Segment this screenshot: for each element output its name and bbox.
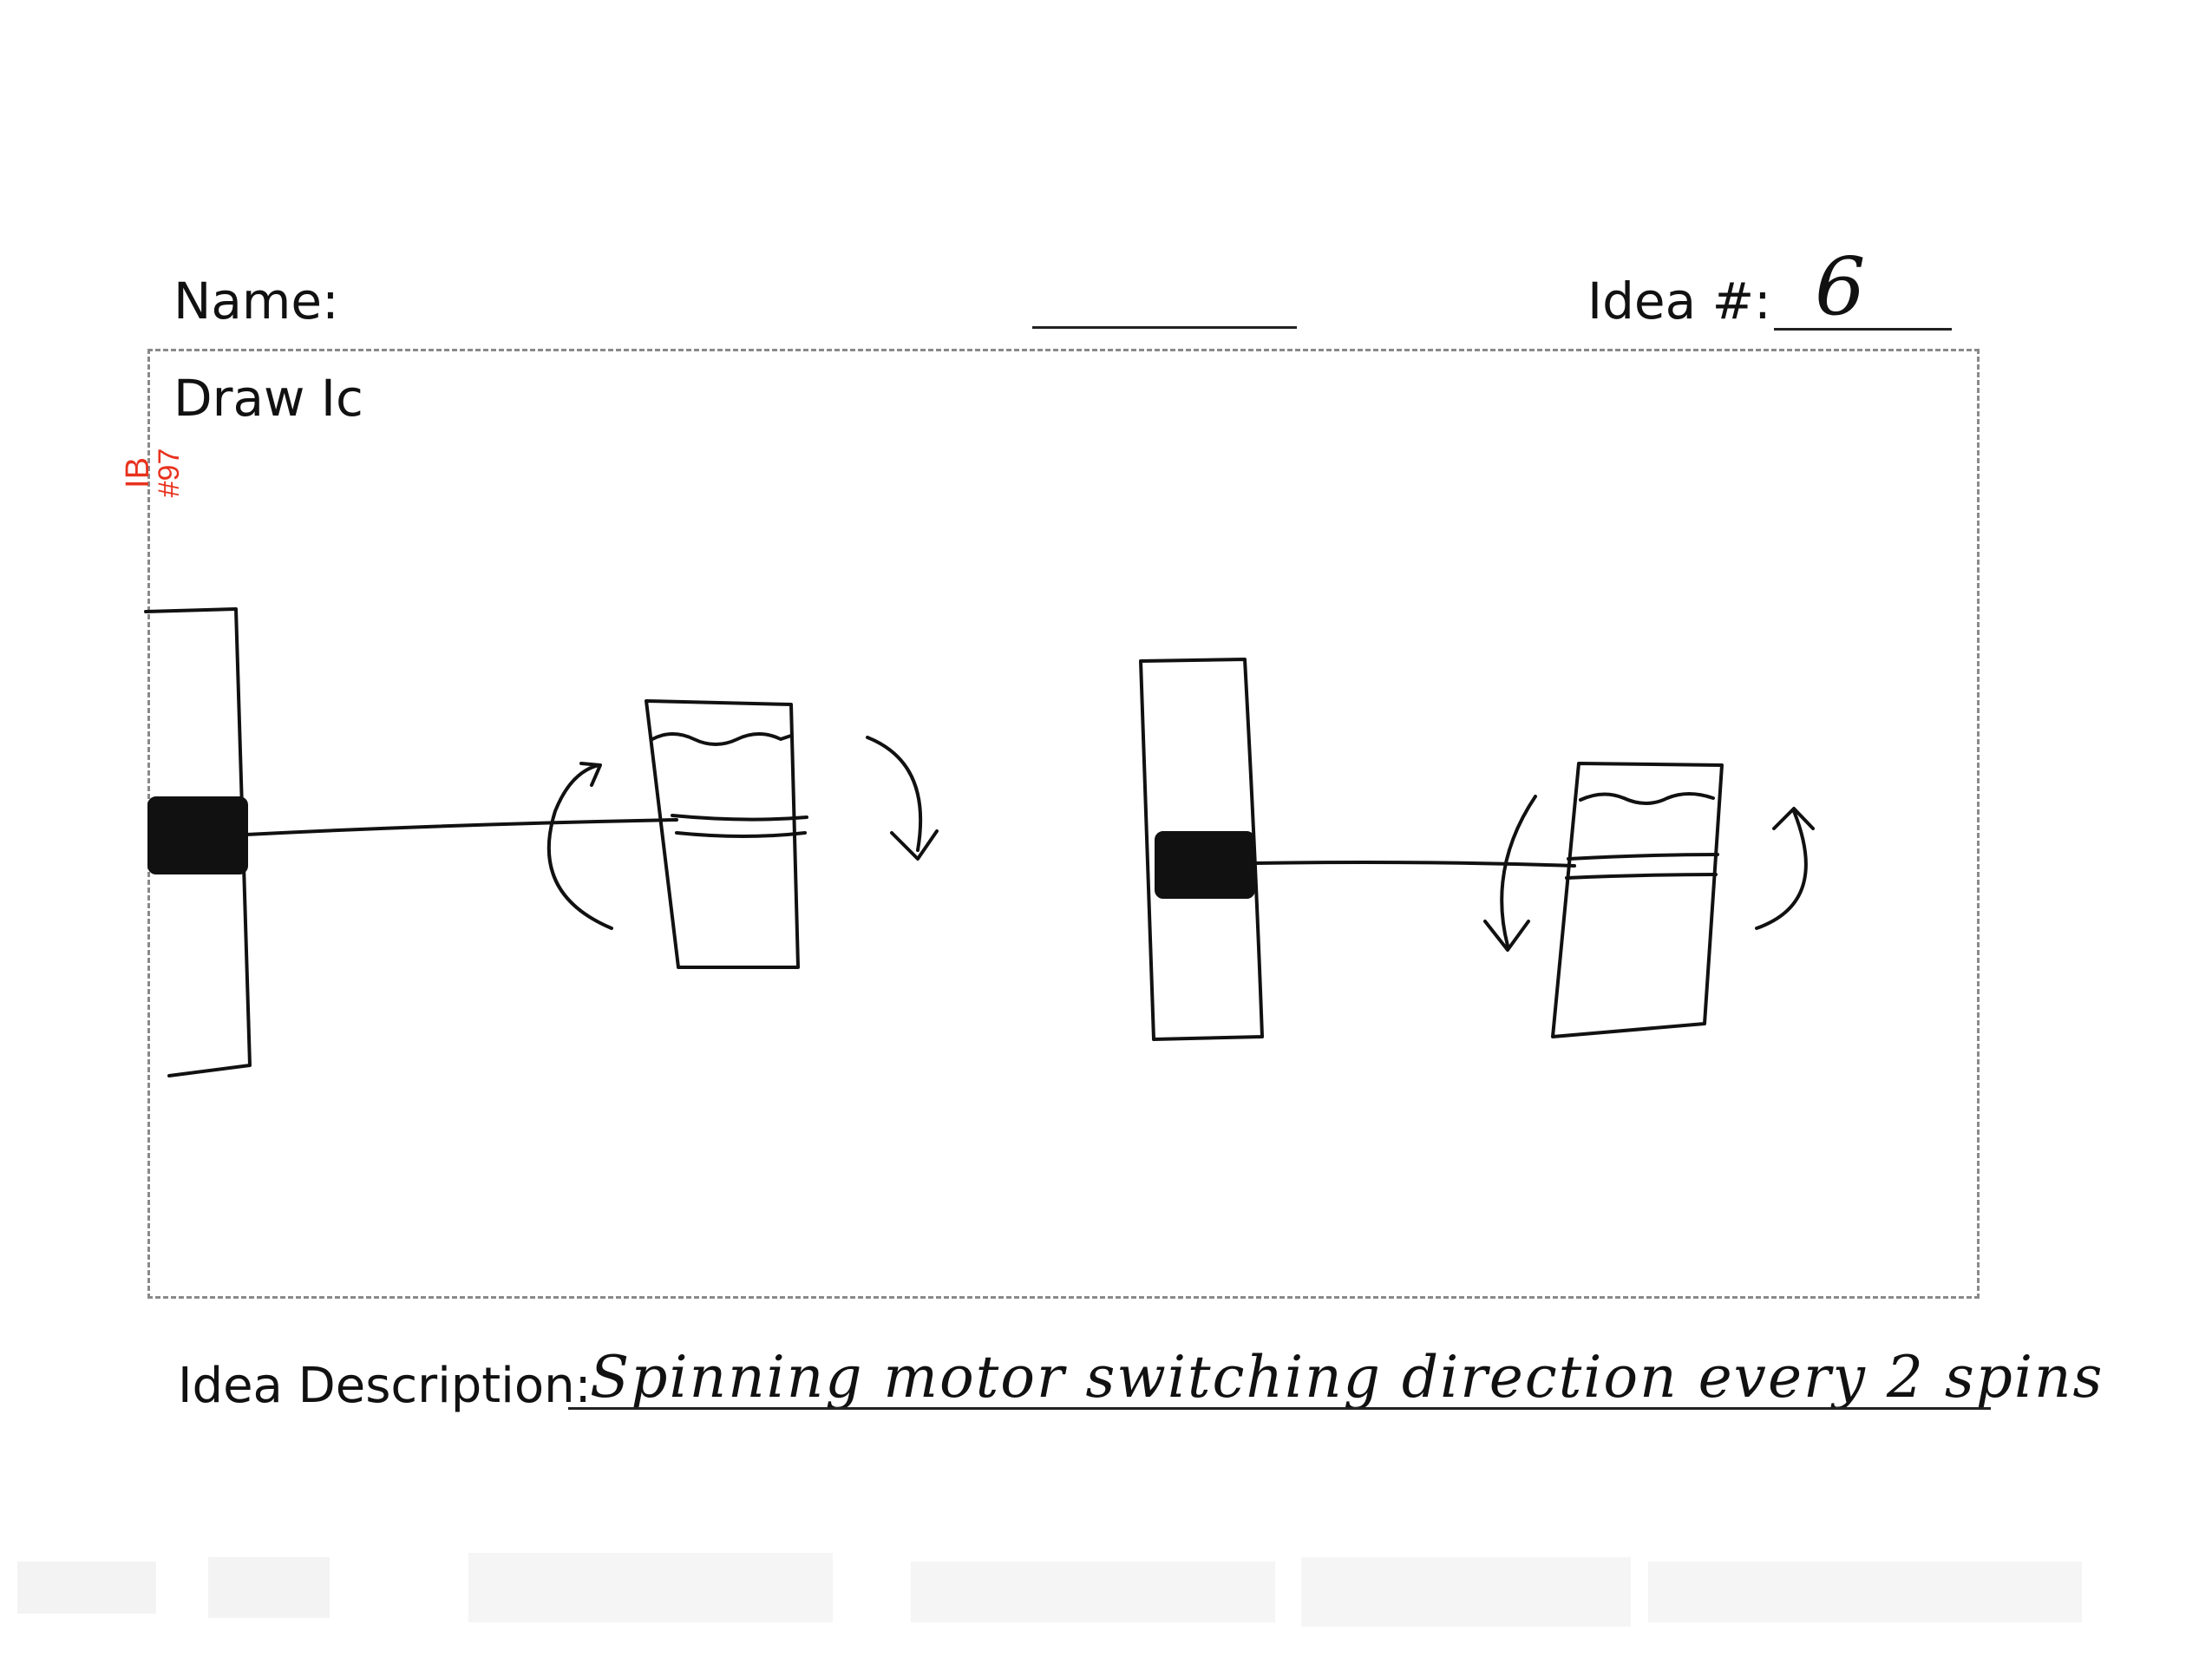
right-motor — [1156, 833, 1253, 897]
left-motor — [149, 798, 246, 873]
left-cup-band — [672, 815, 807, 836]
right-cup-water — [1580, 794, 1713, 803]
description-label: Idea Description: — [178, 1362, 591, 1411]
description-line — [568, 1407, 1991, 1410]
left-arrow-down — [867, 737, 937, 859]
right-cup-band — [1567, 855, 1718, 878]
right-cup — [1553, 763, 1722, 1037]
left-cup-water — [652, 734, 791, 744]
left-arrow-up — [549, 763, 612, 928]
description-value: Spinning motor switching direction every… — [590, 1349, 2104, 1406]
scan-noise — [0, 1536, 2212, 1657]
right-rod — [1253, 862, 1574, 866]
right-arrow-up — [1757, 809, 1813, 928]
left-rod — [246, 820, 677, 835]
right-arrow-down — [1485, 796, 1535, 950]
